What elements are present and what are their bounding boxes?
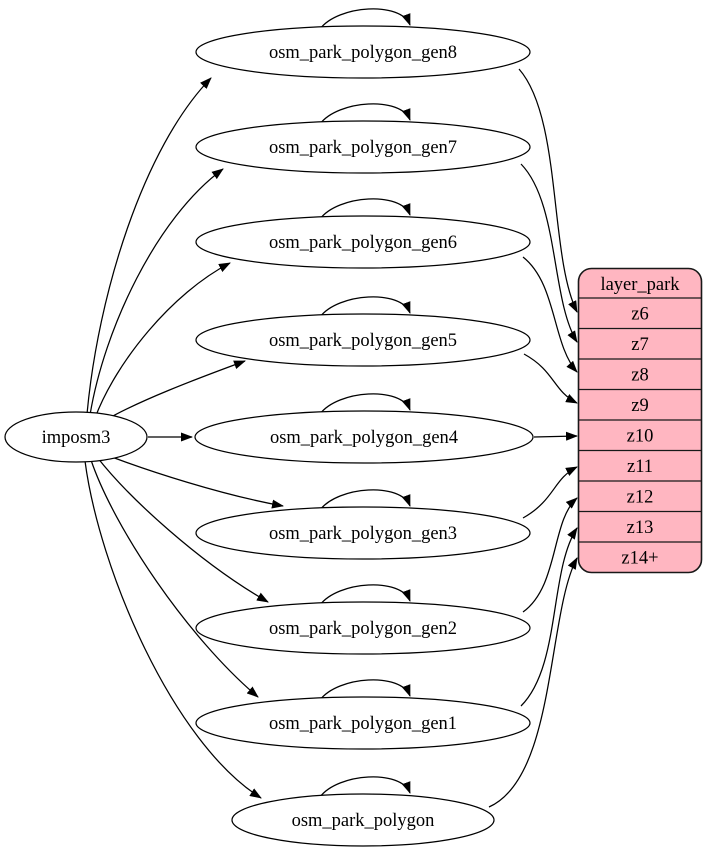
edge-imposm3-gen3 <box>103 453 284 509</box>
edge-gen2-z12 <box>522 497 578 613</box>
edge-polygon-z14 <box>488 557 578 808</box>
node-imposm3: imposm3 <box>4 411 148 463</box>
selfloop-gen8 <box>319 8 411 30</box>
node-gen7-label: osm_park_polygon_gen7 <box>269 138 457 158</box>
selfloop-gen7 <box>319 103 411 125</box>
node-polygon-label: osm_park_polygon <box>292 811 435 831</box>
layer-row-z9: z9 <box>631 396 648 416</box>
layer-row-z13: z13 <box>627 518 654 538</box>
edge-gen4-z10 <box>533 431 578 441</box>
node-gen6-shape <box>195 215 531 269</box>
edge-gen1-z13 <box>520 527 578 707</box>
selfloop-gen1 <box>319 679 411 701</box>
edge-gen7-z7 <box>520 163 578 343</box>
node-gen5-label: osm_park_polygon_gen5 <box>269 331 457 351</box>
node-gen8-shape <box>195 25 531 79</box>
layer-row-z10: z10 <box>627 427 654 447</box>
node-gen7-shape <box>195 120 531 174</box>
edge-imposm3-polygon <box>84 460 262 799</box>
node-gen4-shape <box>194 410 534 464</box>
edge-imposm3-gen7 <box>89 168 224 416</box>
layer-row-z7: z7 <box>631 335 648 355</box>
edge-gen6-z8 <box>522 256 578 373</box>
node-gen2-label: osm_park_polygon_gen2 <box>269 619 457 639</box>
edge-imposm3-gen5 <box>103 360 246 422</box>
layer-row-z8: z8 <box>631 366 648 386</box>
edge-imposm3-gen6 <box>94 262 231 419</box>
selfloop-polygon <box>319 776 411 798</box>
node-gen3-label: osm_park_polygon_gen3 <box>269 524 457 544</box>
node-gen1-label: osm_park_polygon_gen1 <box>269 714 457 734</box>
selfloop-gen6 <box>319 198 411 220</box>
edge-gen5-z9 <box>523 353 578 404</box>
layer-row-z12: z12 <box>627 488 654 508</box>
layer-row-z14: z14+ <box>621 549 658 569</box>
node-gen2-shape <box>195 601 531 655</box>
node-osm-park-polygon-gen7: osm_park_polygon_gen7 <box>195 120 531 174</box>
node-osm-park-polygon-gen2: osm_park_polygon_gen2 <box>195 601 531 655</box>
node-gen3-shape <box>195 506 531 560</box>
layer-park-title: layer_park <box>600 275 680 295</box>
edge-imposm3-gen2 <box>96 456 269 603</box>
node-layer-park: layer_park z6 z7 z8 z9 z10 z11 z12 z13 z… <box>577 267 703 574</box>
node-osm-park-polygon-gen1: osm_park_polygon_gen1 <box>195 696 531 750</box>
edge-imposm3-gen1 <box>90 459 259 698</box>
node-osm-park-polygon-gen3: osm_park_polygon_gen3 <box>195 506 531 560</box>
node-gen6-label: osm_park_polygon_gen6 <box>269 233 457 253</box>
node-gen5-shape <box>195 313 531 367</box>
edge-layer <box>84 8 578 808</box>
node-imposm3-label: imposm3 <box>42 428 111 448</box>
node-osm-park-polygon-gen6: osm_park_polygon_gen6 <box>195 215 531 269</box>
layer-row-z11: z11 <box>627 457 653 477</box>
node-gen8-label: osm_park_polygon_gen8 <box>269 43 457 63</box>
layer-row-z6: z6 <box>631 305 648 325</box>
node-osm-park-polygon: osm_park_polygon <box>231 793 495 847</box>
edge-gen3-z11 <box>522 466 578 519</box>
node-osm-park-polygon-gen5: osm_park_polygon_gen5 <box>195 313 531 367</box>
selfloop-gen5 <box>319 296 411 318</box>
selfloop-gen4 <box>319 393 411 415</box>
selfloop-gen2 <box>319 584 411 606</box>
node-polygon-shape <box>231 793 495 847</box>
edge-imposm3-gen8 <box>86 77 212 415</box>
node-osm-park-polygon-gen8: osm_park_polygon_gen8 <box>195 25 531 79</box>
node-gen4-label: osm_park_polygon_gen4 <box>270 428 458 448</box>
selfloop-gen3 <box>319 489 411 511</box>
node-gen1-shape <box>195 696 531 750</box>
node-imposm3-shape <box>4 411 148 463</box>
edge-gen8-z6 <box>518 68 578 313</box>
node-osm-park-polygon-gen4: osm_park_polygon_gen4 <box>194 410 534 464</box>
